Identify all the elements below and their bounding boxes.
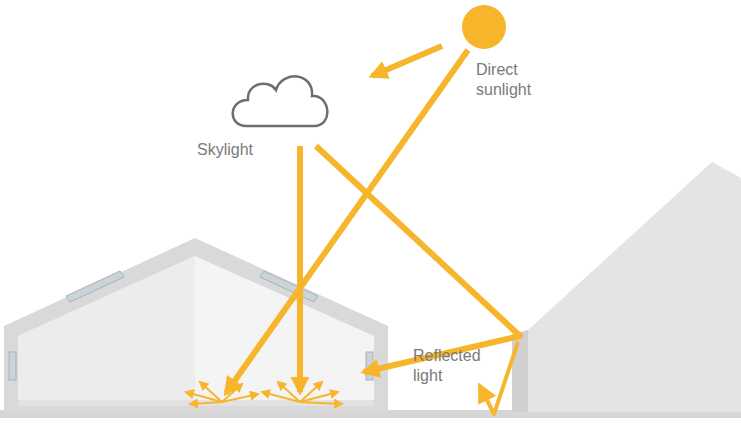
cloud-label: Skylight	[197, 140, 287, 160]
wall-window	[366, 352, 373, 380]
reflected-ray	[316, 146, 520, 372]
reflected-ray-ground	[480, 342, 518, 414]
sun-label: Direct sunlight	[476, 60, 556, 100]
building-face	[512, 330, 528, 412]
house-interior	[18, 256, 374, 404]
sun-to-cloud-ray	[372, 46, 442, 76]
direct-ray	[226, 50, 468, 393]
reflection-label: Reflected light	[413, 346, 483, 386]
house-shell	[4, 238, 388, 412]
cloud	[233, 76, 328, 126]
skylight-ray	[297, 146, 303, 392]
wall-window	[9, 352, 16, 380]
house-shade	[18, 256, 195, 404]
roof-window	[66, 271, 124, 302]
neighbour-building	[528, 162, 741, 412]
sun	[462, 5, 506, 49]
diffuse-reflection	[186, 382, 342, 404]
floor	[18, 400, 374, 406]
